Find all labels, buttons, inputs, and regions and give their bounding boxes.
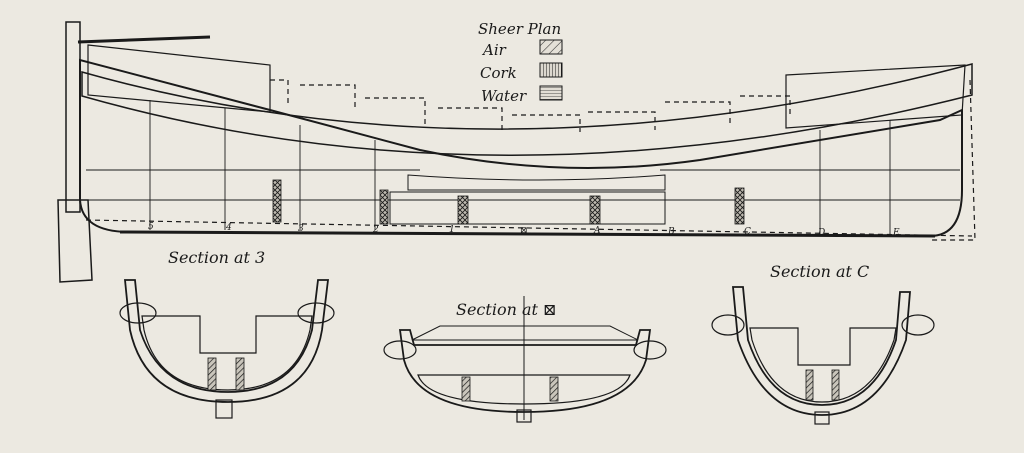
section-at-c [711,286,935,425]
station-mark: C [744,227,751,237]
keel [119,230,936,238]
station-mark: 2 [372,225,379,235]
legend: Sheer Plan Air Cork Water [478,20,563,105]
station-mark: B [667,227,675,237]
tiller [77,35,211,44]
section-label-c: Section at C [770,262,869,281]
cork-blocks [272,179,745,225]
bow-air-case [785,64,966,129]
legend-title: Sheer Plan [478,20,561,38]
stern-post [65,21,81,213]
water-ballast [389,191,666,225]
station-mark: 1 [449,225,455,235]
frame-lines [86,100,960,234]
station-mark: 4 [225,223,232,233]
hull-profile [79,58,963,238]
section-at-3 [119,279,335,419]
station-mark: E [892,228,900,238]
station-mark: A [593,226,601,236]
station-mark: D [817,228,825,238]
sheer-plan [57,21,976,283]
station-mark: ⊠ [520,226,528,236]
station-mark: 3 [298,224,304,234]
sheer-band [81,63,973,156]
station-mark: 5 [148,222,154,232]
station-marks: 5 4 3 2 1 ⊠ A B C D E [148,222,900,238]
deck-outline-dashed [85,79,976,241]
legend-label-cork: Cork [480,64,517,82]
section-at-x [383,296,667,423]
section-label-x: Section at ⊠ [456,300,556,319]
section-label-3: Section at 3 [168,248,265,267]
legend-swatch-cork [539,62,563,78]
open-well [407,174,666,191]
legend-swatch-air [539,39,563,55]
legend-label-air: Air [481,41,507,59]
legend-label-water: Water [481,87,527,105]
rudder [57,199,93,283]
legend-swatch-water [539,85,563,101]
